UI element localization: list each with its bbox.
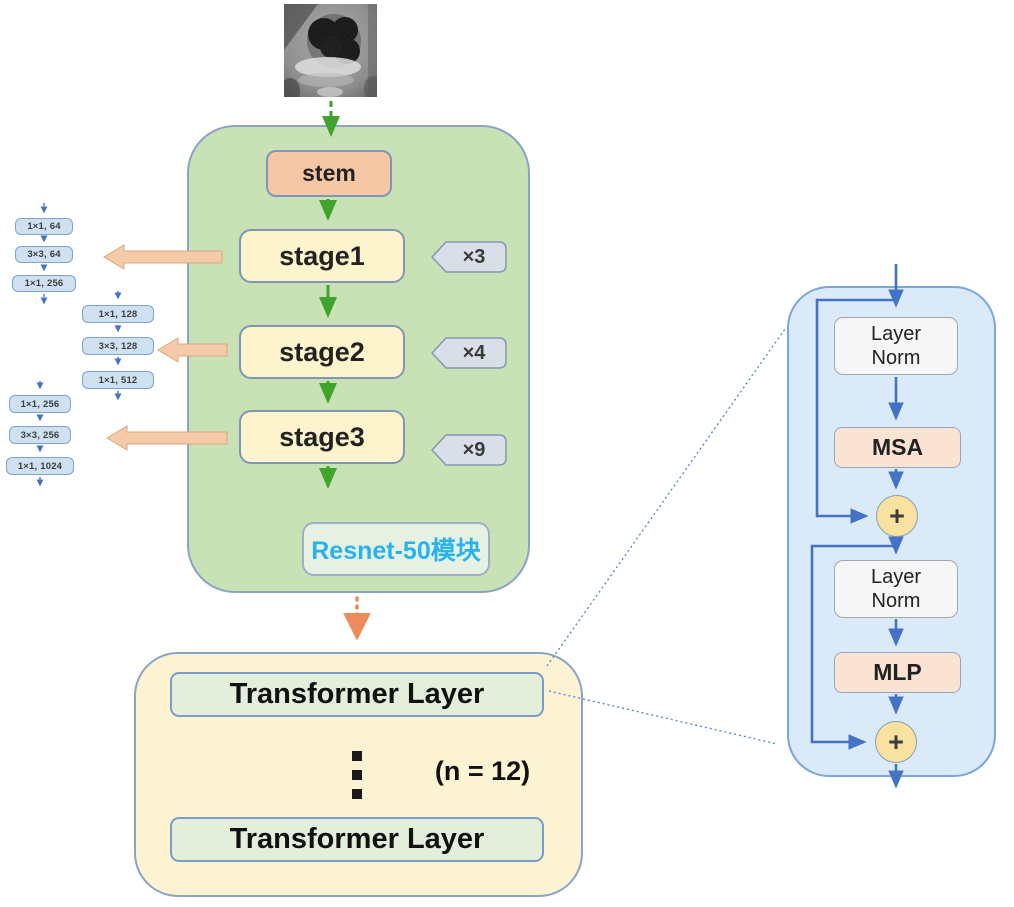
conv-box: 3×3, 128 — [82, 337, 154, 355]
add-circle-1: + — [876, 495, 918, 537]
stage2-multiplier-badge: ×4 — [430, 337, 508, 369]
layer-count-label: (n = 12) — [434, 755, 531, 786]
layer-norm-1-box: Layer Norm — [834, 317, 958, 375]
transformer-layer-1: Transformer Layer — [170, 672, 544, 717]
conv-box: 1×1, 512 — [82, 371, 154, 389]
stage1-label: stage1 — [279, 240, 365, 271]
ellipsis-dots — [352, 751, 362, 799]
callout-line-top — [546, 328, 786, 667]
conv-box: 1×1, 256 — [9, 395, 71, 413]
layer-norm-2-box: Layer Norm — [834, 560, 958, 618]
stage1-multiplier-badge: ×3 — [430, 241, 508, 273]
mlp-box: MLP — [834, 652, 961, 693]
stage2-multiplier: ×4 — [462, 341, 486, 364]
transformer-layer-2: Transformer Layer — [170, 817, 544, 862]
conv-box: 3×3, 64 — [15, 246, 73, 263]
stage3-box: stage3 — [239, 410, 405, 464]
add-circle-2: + — [875, 721, 917, 763]
conv-box: 1×1, 128 — [82, 305, 154, 323]
stage3-label: stage3 — [279, 421, 365, 452]
conv-box: 1×1, 256 — [12, 275, 76, 292]
stage1-multiplier: ×3 — [462, 245, 486, 268]
skip-connection-2 — [810, 544, 896, 750]
skip-connection-1 — [815, 298, 896, 524]
stage2-detail-arrow — [157, 337, 228, 363]
stem-box: stem — [266, 150, 392, 197]
stage3-multiplier-badge: ×9 — [430, 434, 508, 466]
callout-line-bottom — [548, 690, 778, 745]
msa-box: MSA — [834, 427, 961, 468]
resnet-module-label: Resnet-50模块 — [302, 522, 490, 576]
stage3-multiplier: ×9 — [462, 438, 486, 461]
stage2-label: stage2 — [279, 336, 365, 367]
stem-label: stem — [302, 160, 356, 186]
conv-box: 1×1, 64 — [15, 218, 73, 235]
ultrasound-input-image — [284, 4, 377, 97]
stage2-box: stage2 — [239, 325, 405, 379]
conv-box: 1×1, 1024 — [6, 457, 74, 475]
stage1-detail-arrow — [103, 244, 223, 270]
stage1-box: stage1 — [239, 229, 405, 283]
stage3-detail-arrow — [106, 425, 228, 451]
conv-box: 3×3, 256 — [9, 426, 71, 444]
